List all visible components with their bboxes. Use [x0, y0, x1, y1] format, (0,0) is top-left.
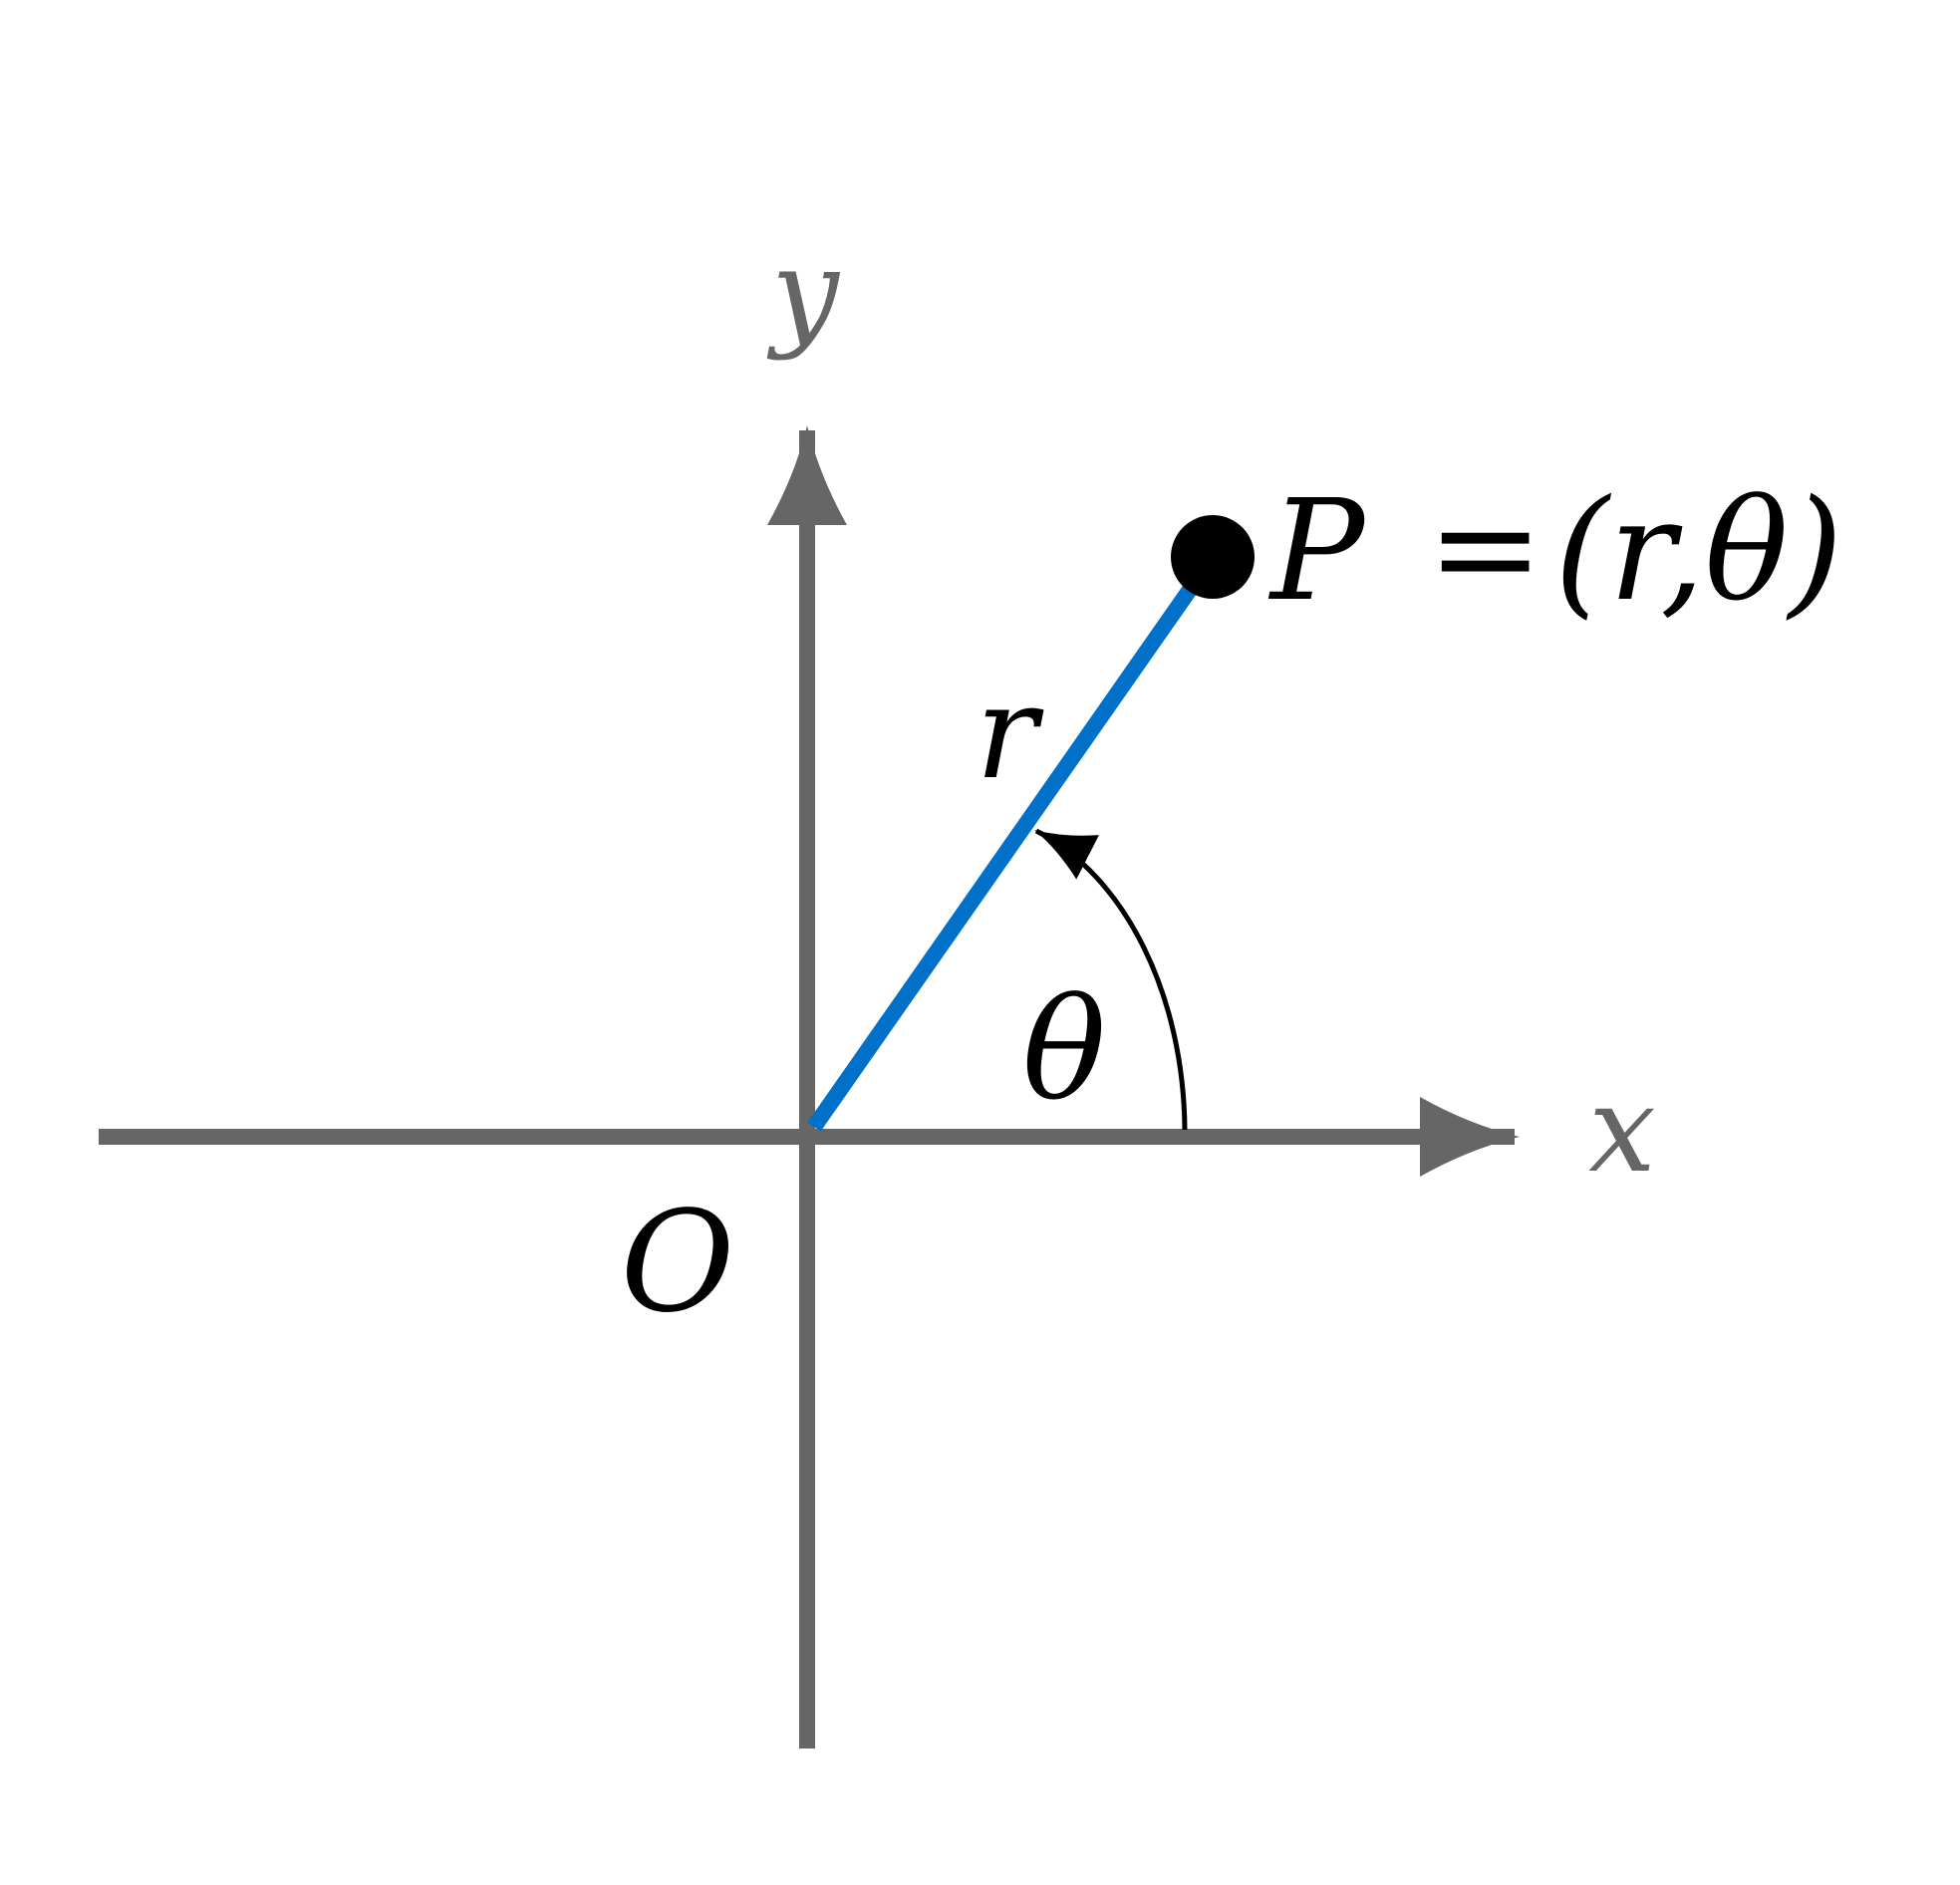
angle-label: θ: [1022, 969, 1106, 1132]
radius-label: r: [976, 657, 1044, 808]
point-name-label: P: [1267, 470, 1367, 633]
point-p-marker: [1171, 515, 1255, 599]
equals-sign: =: [1427, 467, 1543, 630]
origin-label: O: [621, 1182, 735, 1344]
radius-segment: [807, 552, 1220, 1132]
x-axis-label: x: [1588, 1061, 1656, 1200]
coordinates-label: (r,θ): [1554, 470, 1843, 633]
y-axis-label: y: [766, 224, 841, 363]
angle-arc-stroke: [1034, 828, 1188, 1131]
